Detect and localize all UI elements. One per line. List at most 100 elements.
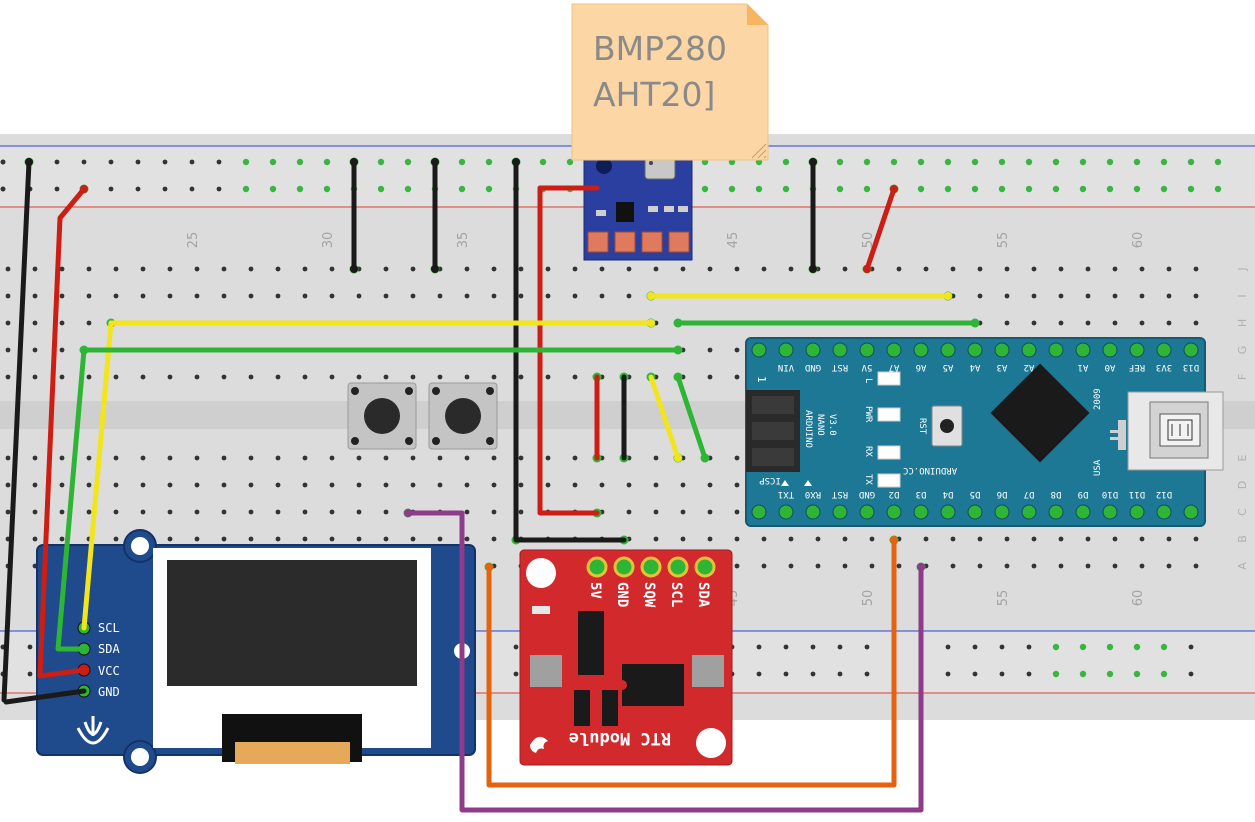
breadboard-hole	[1193, 266, 1199, 272]
breadboard-hole	[383, 536, 389, 542]
breadboard-hole	[869, 563, 875, 569]
breadboard-hole	[761, 266, 767, 272]
breadboard-hole	[1058, 563, 1064, 569]
breadboard-hole	[221, 509, 227, 515]
note-fold	[747, 4, 768, 25]
breadboard-hole	[890, 158, 898, 166]
breadboard-hole	[162, 186, 168, 192]
breadboard-hole	[863, 158, 871, 166]
breadboard-hole	[1004, 536, 1010, 542]
nano-pin	[805, 342, 821, 358]
breadboard-hole	[1079, 670, 1087, 678]
breadboard-hole	[734, 266, 740, 272]
wire-endpoints	[25, 158, 979, 571]
nano-pin-label: D3	[916, 489, 927, 499]
rtc-pin-label: GND	[614, 582, 630, 607]
breadboard-hole	[1133, 670, 1141, 678]
breadboard-hole	[1112, 266, 1118, 272]
breadboard-hole	[1193, 563, 1199, 569]
breadboard-hole	[275, 482, 281, 488]
breadboard-hole	[971, 158, 979, 166]
breadboard-hole	[1160, 643, 1168, 651]
nano-pin-label: GND	[805, 362, 821, 372]
rtc-pin-pad	[586, 556, 608, 578]
breadboard-hole	[917, 158, 925, 166]
breadboard-hole	[248, 293, 254, 299]
breadboard-hole	[896, 266, 902, 272]
led-label: PWR	[863, 406, 873, 423]
push-button-2[interactable]	[428, 382, 498, 450]
breadboard-hole	[998, 185, 1006, 193]
push-button-1[interactable]	[347, 382, 417, 450]
breadboard-hole	[734, 563, 740, 569]
breadboard-hole	[302, 374, 308, 380]
breadboard-hole	[707, 482, 713, 488]
wire-end	[890, 185, 898, 193]
breadboard-hole	[836, 158, 844, 166]
wire-end	[944, 292, 952, 300]
breadboard-hole	[1166, 266, 1172, 272]
oled-pin-label: SDA	[98, 642, 120, 656]
breadboard-hole	[194, 374, 200, 380]
breadboard-hole	[108, 186, 114, 192]
breadboard-hole	[32, 482, 38, 488]
wire-end	[917, 563, 925, 571]
breadboard-hole	[464, 266, 470, 272]
breadboard-hole	[1139, 293, 1145, 299]
nano-pin-label: A6	[916, 362, 927, 372]
breadboard-hole	[410, 482, 416, 488]
nano-pin-label: 3V3	[1156, 362, 1172, 372]
row-letter: A	[1236, 562, 1249, 570]
wire-green	[675, 374, 708, 461]
breadboard-hole	[221, 536, 227, 542]
breadboard-hole	[221, 266, 227, 272]
nano-pin	[1021, 342, 1037, 358]
nano-pin	[832, 342, 848, 358]
nano-pin	[994, 504, 1010, 520]
nano-pin	[751, 504, 767, 520]
breadboard-hole	[626, 509, 632, 515]
breadboard-hole	[1004, 320, 1010, 326]
wire-end	[674, 319, 682, 327]
breadboard-hole	[32, 266, 38, 272]
breadboard-hole	[383, 482, 389, 488]
wire-red	[37, 186, 87, 679]
rtc-pin-pad	[667, 556, 689, 578]
breadboard-hole	[248, 266, 254, 272]
breadboard-hole	[221, 293, 227, 299]
breadboard-hole	[302, 536, 308, 542]
row-letter: G	[1236, 346, 1249, 355]
breadboard-hole	[59, 482, 65, 488]
breadboard-hole	[707, 374, 713, 380]
breadboard-hole	[977, 563, 983, 569]
breadboard-hole	[275, 509, 281, 515]
breadboard-hole	[1106, 643, 1114, 651]
breadboard-hole	[539, 158, 547, 166]
breadboard-hole	[356, 509, 362, 515]
breadboard-hole	[1133, 185, 1141, 193]
breadboard-hole	[275, 374, 281, 380]
breadboard-hole	[707, 266, 713, 272]
breadboard-hole	[734, 374, 740, 380]
breadboard-hole	[917, 185, 925, 193]
breadboard-hole	[842, 266, 848, 272]
breadboard-hole	[1004, 293, 1010, 299]
breadboard-hole	[945, 644, 951, 650]
nano-pin-label: TX1	[778, 489, 794, 499]
breadboard-hole	[464, 293, 470, 299]
breadboard-hole	[59, 320, 65, 326]
breadboard-hole	[216, 159, 222, 165]
wire-end	[25, 158, 33, 166]
breadboard-hole	[842, 563, 848, 569]
breadboard-hole	[1193, 320, 1199, 326]
breadboard-hole	[923, 536, 929, 542]
wires	[1, 159, 978, 813]
breadboard-hole	[518, 482, 524, 488]
breadboard-hole	[1058, 266, 1064, 272]
breadboard-hole	[837, 644, 843, 650]
nano-pin-label: D6	[997, 489, 1008, 499]
oled-pin-label: GND	[98, 685, 120, 699]
nano-pin	[1021, 504, 1037, 520]
row-letter: B	[1236, 535, 1249, 543]
breadboard-hole	[680, 266, 686, 272]
